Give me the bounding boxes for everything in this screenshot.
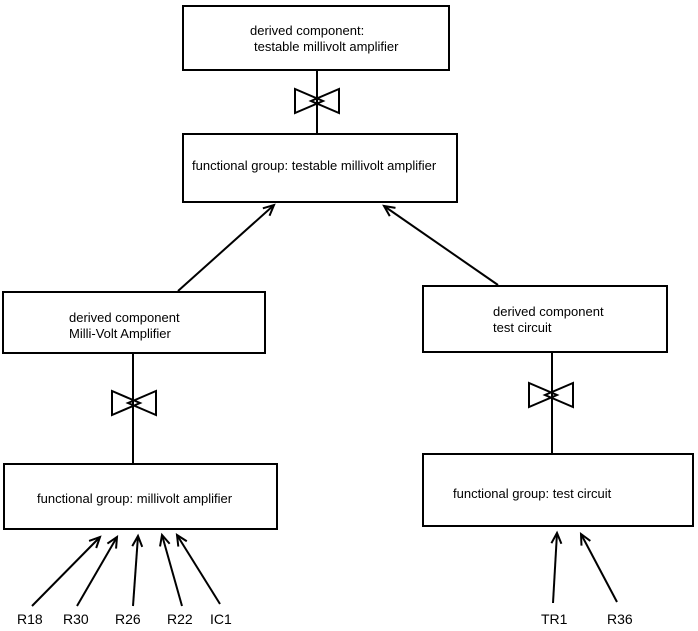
node-label-line1: derived component:	[250, 23, 365, 38]
node-label-line2: test circuit	[493, 320, 552, 335]
node-label-line1: derived component	[493, 304, 604, 319]
node-functional-group-testable-millivolt-amplifier: functional group: testable millivolt amp…	[182, 133, 458, 203]
edge-top-decomposition	[294, 71, 340, 133]
arrow-left-derived-to-top-functional	[177, 203, 276, 292]
arrow-r18-to-left-functional	[31, 535, 102, 607]
component-label-r30: R30	[63, 611, 89, 627]
node-functional-group-test-circuit: functional group: test circuit	[422, 453, 694, 527]
component-label-r26: R26	[115, 611, 141, 627]
bowtie-icon	[111, 389, 157, 417]
edge-right-decomposition	[528, 353, 574, 453]
arrow-r22-to-left-functional	[159, 532, 183, 607]
component-label-tr1: TR1	[541, 611, 568, 627]
node-label-line1: derived component	[69, 310, 180, 325]
node-label: functional group: testable millivolt amp…	[192, 158, 437, 173]
bowtie-icon	[294, 87, 340, 115]
arrow-r30-to-left-functional	[76, 534, 119, 607]
node-label: functional group: millivolt amplifier	[37, 491, 233, 506]
arrow-r36-to-right-functional	[579, 531, 618, 603]
node-derived-component-testable-millivolt-amplifier: derived component: testable millivolt am…	[182, 5, 450, 71]
component-label-r22: R22	[167, 611, 193, 627]
node-derived-component-milli-volt-amplifier: derived component Milli-Volt Amplifier	[2, 291, 266, 354]
arrow-right-derived-to-top-functional	[382, 204, 499, 286]
arrow-ic1-to-left-functional	[175, 533, 221, 605]
node-functional-group-millivolt-amplifier: functional group: millivolt amplifier	[3, 463, 278, 530]
node-label-line2: Milli-Volt Amplifier	[69, 326, 171, 341]
arrow-tr1-to-right-functional	[550, 530, 563, 604]
edge-left-decomposition	[111, 354, 157, 463]
node-label: functional group: test circuit	[453, 486, 612, 501]
bowtie-icon	[528, 381, 574, 409]
node-derived-component-test-circuit: derived component test circuit	[422, 285, 668, 353]
component-label-r36: R36	[607, 611, 633, 627]
component-label-r18: R18	[17, 611, 43, 627]
arrow-r26-to-left-functional	[131, 533, 144, 607]
component-label-ic1: IC1	[210, 611, 232, 627]
node-label-line2: testable millivolt amplifier	[254, 39, 399, 54]
